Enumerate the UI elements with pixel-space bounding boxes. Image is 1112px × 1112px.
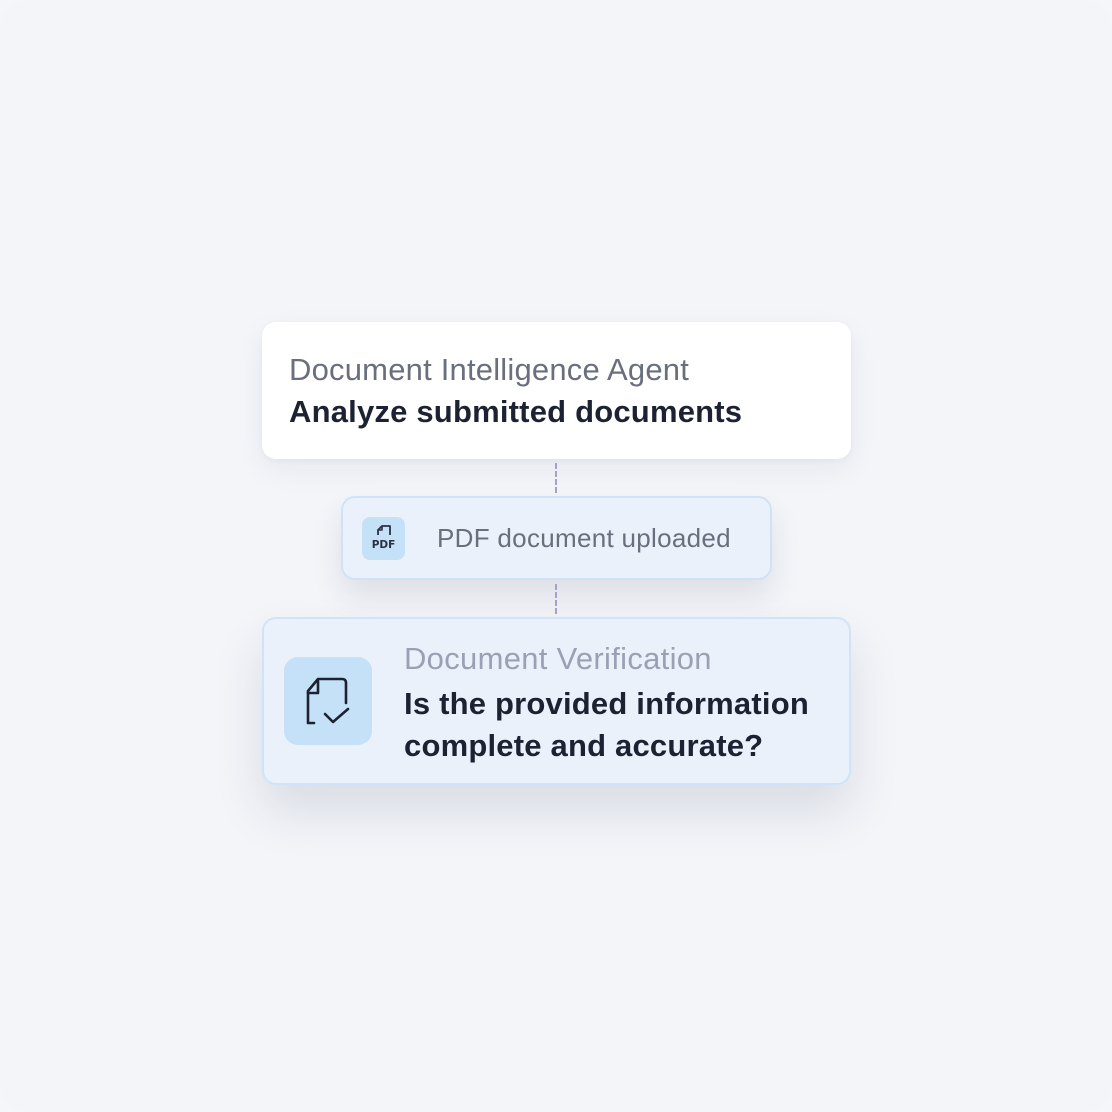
event-label: PDF document uploaded (437, 523, 731, 553)
verification-card[interactable]: Document Verification Is the provided in… (262, 617, 851, 785)
verification-question: Is the provided information complete and… (404, 686, 809, 763)
pdf-file-icon: PDF (362, 517, 405, 560)
agent-name: Document Intelligence Agent (289, 352, 690, 387)
flow-connector (555, 584, 557, 614)
verification-title: Document Verification (404, 641, 712, 676)
agent-task: Analyze submitted documents (289, 394, 743, 429)
upload-event-card[interactable]: PDF PDF document uploaded (341, 496, 772, 580)
document-check-icon (284, 657, 372, 745)
agent-card[interactable]: Document Intelligence Agent Analyze subm… (262, 322, 851, 459)
pdf-icon-text: PDF (372, 539, 396, 551)
flow-connector (555, 463, 557, 493)
